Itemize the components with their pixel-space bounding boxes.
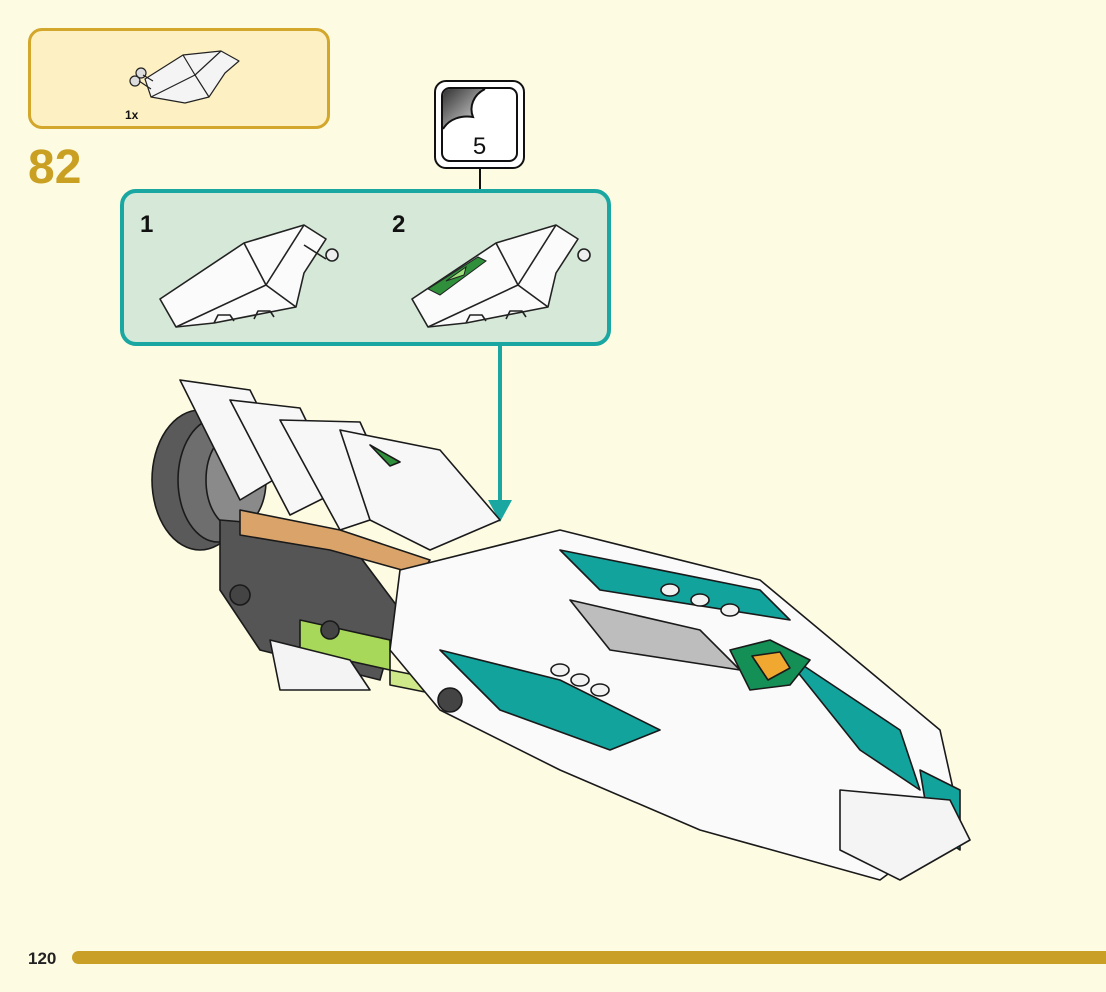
page-footer-bar (72, 951, 1106, 964)
sticker-number: 5 (443, 133, 516, 161)
parts-list-box: 1x (28, 28, 330, 129)
sticker-callout: 5 (434, 80, 525, 169)
wedge-slope-piece-icon (123, 45, 243, 107)
page-number: 120 (28, 949, 56, 969)
substep-2-piece (406, 215, 606, 335)
substep-label-1: 1 (140, 211, 153, 239)
substep-panel: 1 2 (120, 189, 611, 346)
substep-label-2: 2 (392, 211, 405, 239)
ship-model-illustration (140, 350, 980, 910)
substep-1-piece (154, 215, 354, 335)
step-number: 82 (28, 144, 81, 192)
part-quantity: 1x (125, 108, 138, 122)
